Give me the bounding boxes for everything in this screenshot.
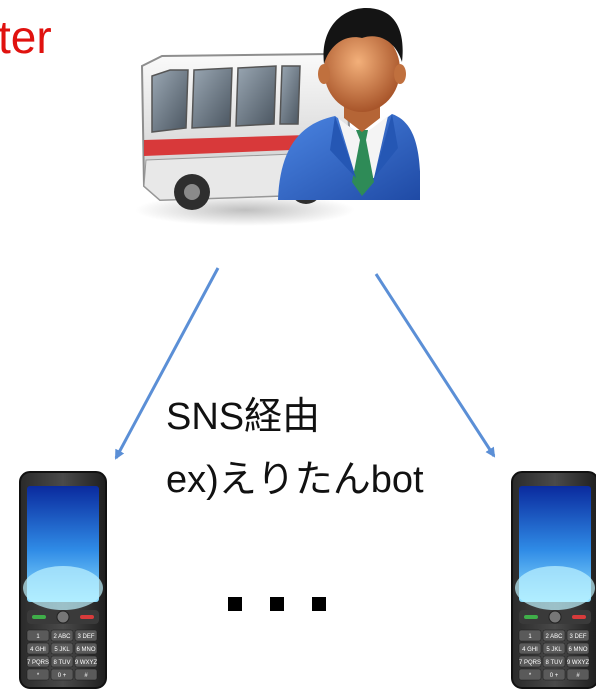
phone-key-label: 3 DEF	[77, 634, 94, 640]
phone-key-label: 4 GHI	[30, 647, 46, 653]
mobile-phone-icon: 1 2 ABC 3 DEF 4 GHI 5 JKL 6 MNO 7 PQRS 8 TUV 9 W…	[511, 471, 596, 689]
arrow-right	[374, 273, 496, 458]
phone-key-label: 6 MNO	[76, 647, 95, 653]
phone-key-label: 9 WXYZ	[75, 660, 98, 666]
businessman-icon	[278, 8, 420, 200]
phone-key-label: 1	[36, 634, 40, 640]
arrow-left	[114, 267, 220, 460]
phone-key-label: 9 WXYZ	[567, 660, 590, 666]
phone-key-label: 2 ABC	[53, 634, 71, 640]
phone-key-label: *	[37, 673, 40, 679]
phone-key-label: 7 PQRS	[519, 660, 541, 666]
phone-key-label: 3 DEF	[569, 634, 586, 640]
label-bot-example: ex)えりたんbot	[166, 459, 424, 501]
ellipsis-dot	[270, 597, 284, 611]
phone-key-label: 0 +	[550, 673, 559, 679]
phone-key-label: 0 +	[58, 673, 67, 679]
phone-key-label: 8 TUV	[54, 660, 71, 666]
bus-driver-icon	[135, 8, 420, 226]
phone-key-label: 8 TUV	[546, 660, 563, 666]
phone-key-label: 5 JKL	[546, 647, 562, 653]
phone-key-label: #	[84, 673, 88, 679]
phone-key-label: 7 PQRS	[27, 660, 49, 666]
ellipsis-dot	[312, 597, 326, 611]
mobile-phone-icon: 1 2 ABC 3 DEF 4 GHI 5 JKL 6 MNO 7 PQRS 8 TUV 9 W…	[19, 471, 107, 689]
phone-key-label: 6 MNO	[568, 647, 587, 653]
title-text: ter	[0, 11, 52, 63]
label-sns: SNS経由	[166, 396, 321, 438]
ellipsis-dot	[228, 597, 242, 611]
phone-key-label: #	[576, 673, 580, 679]
phone-key-label: *	[529, 673, 532, 679]
phone-key-label: 4 GHI	[522, 647, 538, 653]
phone-key-label: 2 ABC	[545, 634, 563, 640]
phone-key-label: 1	[528, 634, 532, 640]
phone-key-label: 5 JKL	[54, 647, 70, 653]
